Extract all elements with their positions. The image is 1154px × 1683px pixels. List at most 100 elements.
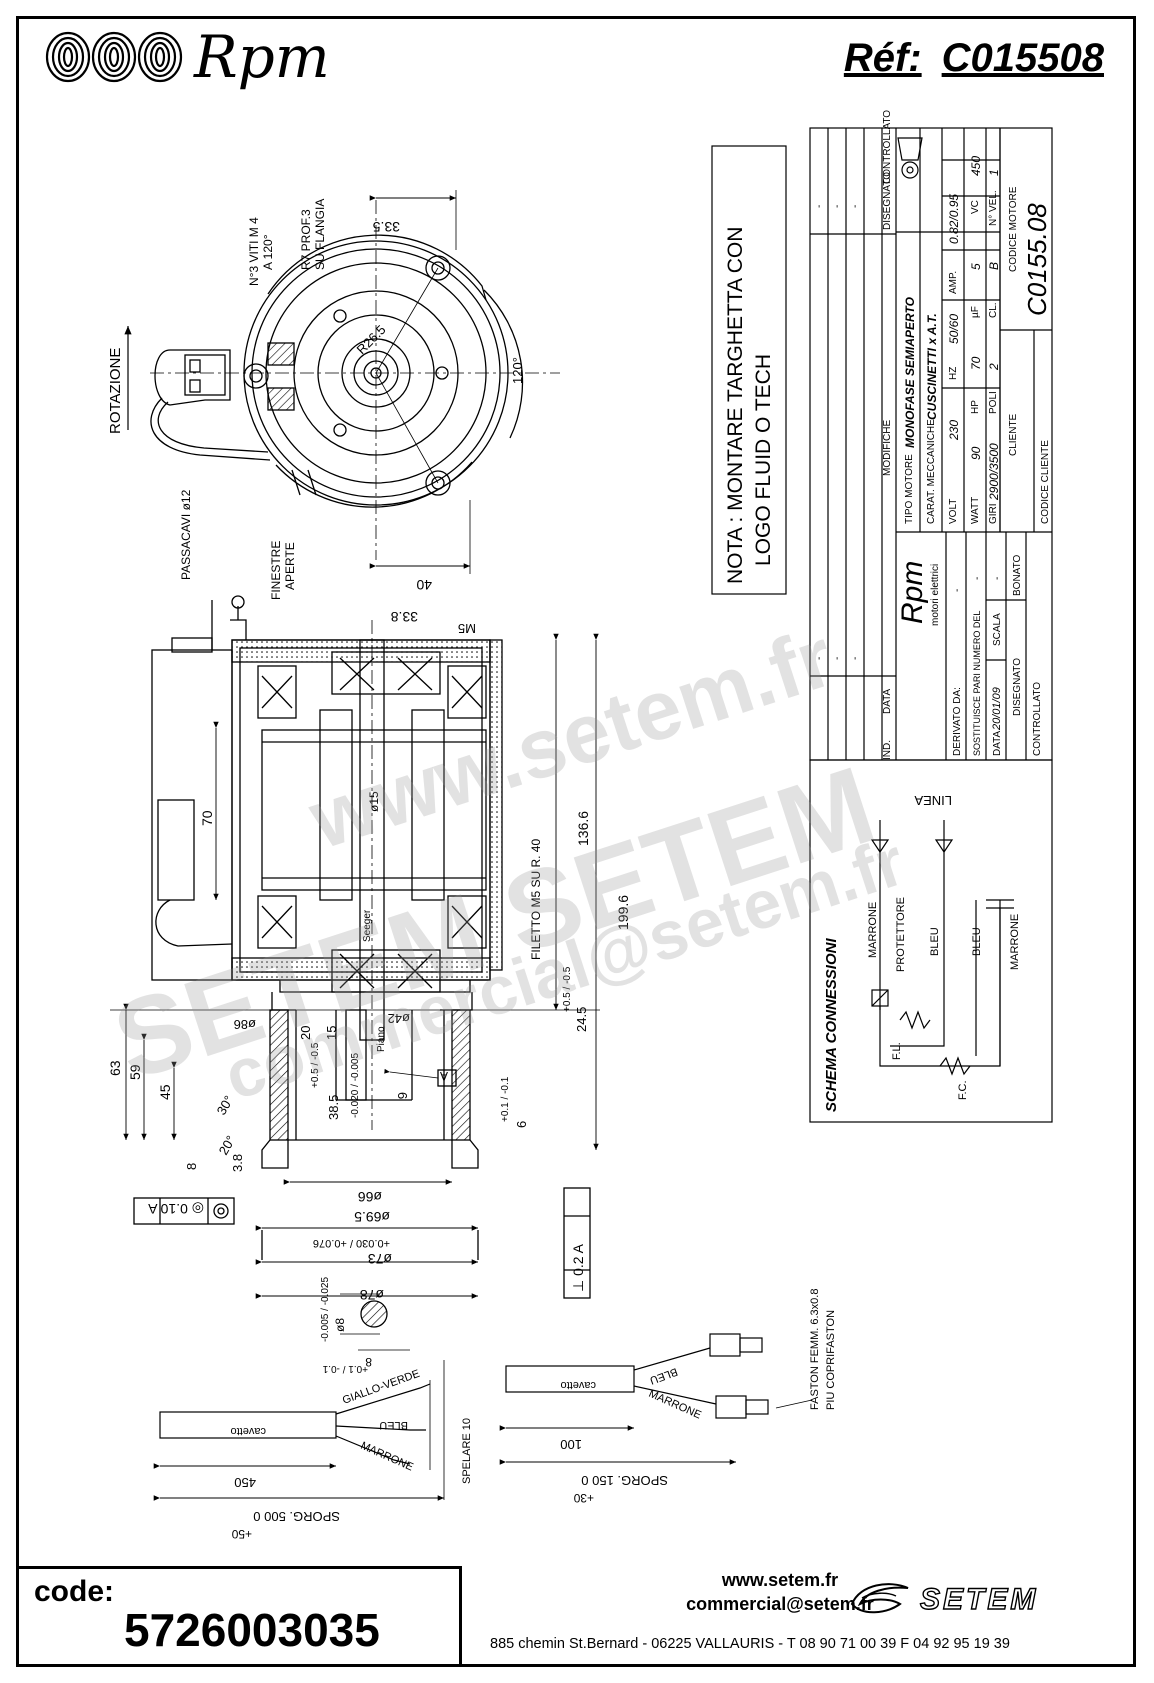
schema-fl: F.L. bbox=[891, 1042, 903, 1060]
dim-m5: M5 bbox=[458, 621, 476, 636]
tb-tipo-label: TIPO MOTORE bbox=[904, 454, 915, 524]
contact-email[interactable]: commercial@setem.fr bbox=[686, 1594, 874, 1614]
dim-d73: ø73 bbox=[368, 1251, 392, 1267]
technical-drawing: NOTA : MONTARE TARGHETTA CON LOGO FLUID … bbox=[107, 110, 1053, 1541]
tb-data-label: DATA bbox=[992, 730, 1003, 756]
dim-d15: ø15 bbox=[367, 791, 381, 812]
cable-right-bleu: BLEU bbox=[648, 1365, 679, 1386]
top-view-labels: N°3 VITI M 4 A 120° R7 PROF.3 SU FLANGIA… bbox=[107, 199, 525, 593]
side-view-labels: FINESTRE APERTE 33.8 M5 ø15 70 136.6 199… bbox=[107, 541, 631, 1303]
cable-right-tol: +30 bbox=[573, 1491, 594, 1505]
tb-uf-value: 5 bbox=[969, 263, 983, 270]
tb-poli-value: 2 bbox=[987, 363, 1001, 371]
setem-swoosh-icon bbox=[846, 1578, 912, 1621]
tb-sostituisce: SOSTITUISCE PARI NUMERO DEL bbox=[972, 611, 982, 756]
dim-136-6: 136.6 bbox=[575, 811, 591, 846]
label-finestre: FINESTRE bbox=[269, 541, 283, 600]
schema-bleu-2: BLEU bbox=[971, 927, 983, 956]
label-filetto: FILETTO M5 SU R. 40 bbox=[529, 839, 543, 960]
tb-disegnato: DISEGNATO bbox=[882, 172, 893, 230]
dim-6: 6 bbox=[395, 1092, 410, 1099]
reference-number: Réf:C015508 bbox=[844, 36, 1104, 81]
cable-left-marrone: MARRONE bbox=[359, 1440, 415, 1474]
tb-hz-value: 50/60 bbox=[947, 314, 961, 344]
dim-8: 8 bbox=[184, 1163, 199, 1170]
tb-company: Rpm bbox=[896, 561, 929, 624]
footer-code-box: code: 5726003035 bbox=[16, 1566, 462, 1667]
label-seeger: Seeger bbox=[362, 909, 373, 942]
dim-d78: ø78 bbox=[360, 1287, 384, 1303]
label-viti: N°3 VITI M 4 bbox=[247, 217, 261, 286]
connection-schema: SCHEMA CONNESSIONI LINEA MARRONE PROTETT… bbox=[809, 759, 1053, 1123]
cable-right-sporg: SPORG. 150 0 bbox=[581, 1473, 668, 1488]
setem-logo: SETEM bbox=[846, 1578, 1038, 1621]
cable-left-labels: cavetto GIALLO-VERDE BLEU MARRONE 450 SP… bbox=[231, 1368, 473, 1541]
cable-right-faston: FASTON FEMM. 6.3x0.8 bbox=[809, 1289, 821, 1410]
brand-header: Rpm bbox=[44, 28, 330, 86]
tb-poli-label: POLI bbox=[988, 391, 999, 414]
brand-coil-logo-icon bbox=[44, 29, 184, 85]
dim-38-5: 38.5 bbox=[326, 1095, 341, 1120]
tb-dash-1: - bbox=[814, 205, 825, 208]
cable-left-cavetto: cavetto bbox=[231, 1425, 266, 1437]
label-prof: R7 PROF.3 bbox=[299, 209, 313, 270]
footer-contact: www.setem.fr commercial@setem.fr bbox=[560, 1568, 1000, 1616]
cable-left bbox=[153, 1360, 445, 1501]
tb-giri-label: GIRI bbox=[988, 503, 999, 524]
tb-vc-value: 450 bbox=[969, 156, 983, 176]
motor-top-view bbox=[124, 190, 560, 574]
tb-hz-label: HZ bbox=[948, 367, 959, 380]
dim-59: 59 bbox=[127, 1064, 143, 1080]
tb-watt-value: 90 bbox=[969, 446, 983, 460]
cable-right-labels: cavetto BLEU MARRONE 100 SPORG. 150 0 +3… bbox=[560, 1289, 837, 1505]
shaft-d8: ø8 bbox=[333, 1318, 347, 1332]
dim-15: 15 bbox=[324, 1026, 339, 1040]
tb-controllato: CONTROLLATO bbox=[882, 110, 893, 184]
tb-nvel-label: N° VEL. bbox=[988, 190, 999, 226]
datum-a: A bbox=[440, 1069, 448, 1083]
dim-d66: ø66 bbox=[358, 1189, 382, 1205]
tb-dash-6: - bbox=[850, 657, 861, 660]
cable-left-bleu: BLEU bbox=[379, 1419, 408, 1431]
concentricity-tolerance: ◎ 0.10 A bbox=[148, 1201, 204, 1217]
dim-d42: ø42 bbox=[388, 1011, 410, 1026]
angle-20: 20° bbox=[216, 1133, 239, 1158]
shaft-tol: -0.005 / -0.025 bbox=[320, 1277, 331, 1342]
dim-33-8: 33.8 bbox=[391, 609, 418, 625]
tb-data-value: 20/01/09 bbox=[991, 687, 1003, 731]
cable-right-coprifaston: PIU COPRIFASTON bbox=[825, 1310, 837, 1410]
nota-line-2: LOGO FLUID O TECH bbox=[752, 354, 775, 566]
tb-cl-label: CL. bbox=[988, 302, 999, 318]
tol-24-5: +0.5 / -0.5 bbox=[562, 966, 573, 1012]
tb-company-sub: motori elettrici bbox=[930, 564, 941, 626]
contact-website[interactable]: www.setem.fr bbox=[721, 1570, 839, 1590]
tb-watt-label: WATT bbox=[970, 497, 981, 524]
dim-d69-5: ø69.5 bbox=[354, 1209, 390, 1225]
tb-giri-value: 2900/3500 bbox=[987, 443, 1001, 501]
tb-controllato-2: CONTROLLATO bbox=[1032, 682, 1043, 756]
label-flangia: SU FLANGIA bbox=[313, 199, 327, 270]
tb-cl-value: B bbox=[987, 262, 1001, 270]
label-aperte: APERTE bbox=[283, 542, 297, 590]
schema-linea: LINEA bbox=[914, 793, 952, 808]
tol-38-5: -0.020 / -0.005 bbox=[350, 1053, 361, 1118]
dim-33-5: 33.5 bbox=[373, 219, 400, 235]
tb-codice-motore-value: C0155.08 bbox=[1022, 203, 1052, 316]
tb-amp-value: 0.82/0.95 bbox=[947, 194, 961, 244]
dim-120: 120° bbox=[510, 357, 525, 384]
tb-carat-value: CUSCINETTI x A.T. bbox=[925, 313, 939, 420]
tb-vc-label: VC bbox=[970, 200, 981, 214]
cable-right-cavetto: cavetto bbox=[561, 1379, 596, 1391]
label-rotazione: ROTAZIONE bbox=[107, 348, 124, 434]
tb-hp-label: HP bbox=[970, 400, 981, 414]
tb-uf-label: µF bbox=[970, 306, 981, 318]
tb-sostituisce-dash: - bbox=[972, 577, 983, 580]
cable-right bbox=[499, 1333, 813, 1465]
tb-dash-4: - bbox=[814, 657, 825, 660]
schema-title: SCHEMA CONNESSIONI bbox=[823, 938, 840, 1112]
schema-fc: F.C. bbox=[957, 1080, 969, 1100]
tb-disegnato-2: DISEGNATO bbox=[1012, 658, 1023, 716]
tb-derivato-dash: - bbox=[952, 589, 963, 592]
motor-side-view bbox=[110, 595, 600, 1299]
tb-scala-dash: - bbox=[992, 577, 1003, 580]
